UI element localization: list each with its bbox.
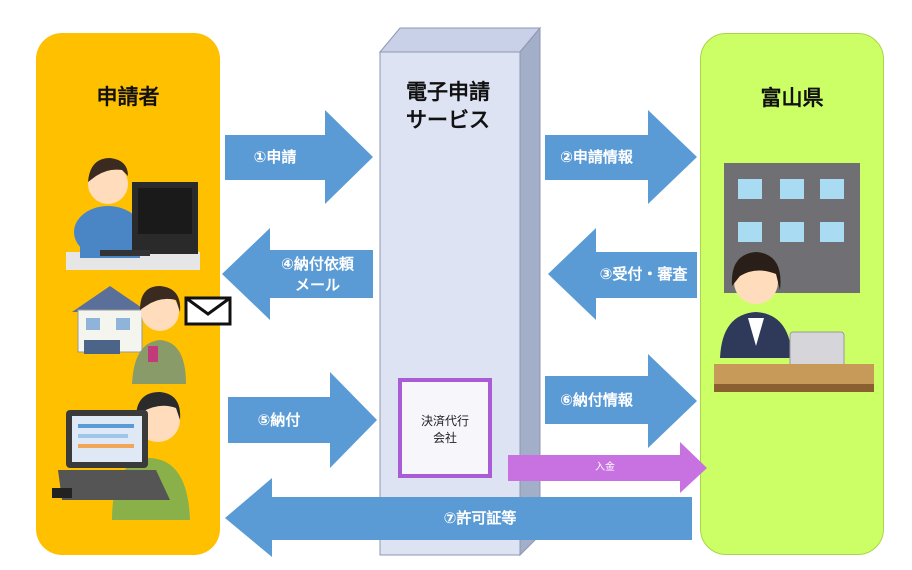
step-payment-request-line2: メール xyxy=(294,276,340,294)
office-worker-at-computer-icon xyxy=(66,158,200,270)
step-pay-label: ⑤納付 xyxy=(257,411,301,429)
payment-agency-line1: 決済代行 xyxy=(420,414,469,428)
step-payment-info-label: ⑥納付情報 xyxy=(560,391,633,409)
arrow-payment-request xyxy=(222,228,373,320)
arrow-receipt-review xyxy=(548,228,697,320)
house-icon xyxy=(72,286,148,354)
service-title-line2: サービス xyxy=(406,108,490,132)
step-apply-label: ①申請 xyxy=(253,148,297,166)
person-with-laptop-icon xyxy=(52,392,190,520)
payment-agency-box xyxy=(398,378,492,478)
arrow-application-info xyxy=(545,110,697,204)
deposit-label: 入金 xyxy=(595,462,615,473)
step-receipt-review-label: ③受付・審査 xyxy=(599,265,688,283)
service-title-line1: 電子申請 xyxy=(406,80,490,104)
step-payment-request-label: ④納付依頼 メール xyxy=(262,254,373,296)
prefecture-title: 富山県 xyxy=(760,86,824,110)
step-permit-label: ⑦許可証等 xyxy=(443,509,517,527)
clerk-at-desk-icon xyxy=(714,252,874,392)
prefecture-panel: 富山県 xyxy=(700,33,884,555)
step-payment-request-line1: ④納付依頼 xyxy=(281,255,354,273)
envelope-icon xyxy=(184,296,232,326)
arrow-payment-info xyxy=(545,354,697,448)
step-application-info-label: ②申請情報 xyxy=(560,148,633,166)
applicant-title: 申請者 xyxy=(96,85,160,109)
woman-with-smartphone-icon xyxy=(132,286,186,384)
arrow-permit xyxy=(225,478,692,557)
arrow-deposit xyxy=(508,442,707,493)
payment-agency-label: 決済代行 会社 xyxy=(398,413,492,447)
arrow-apply xyxy=(225,110,373,204)
arrow-pay xyxy=(228,372,377,468)
service-title: 電子申請 サービス xyxy=(376,78,520,134)
payment-agency-line2: 会社 xyxy=(432,431,457,445)
